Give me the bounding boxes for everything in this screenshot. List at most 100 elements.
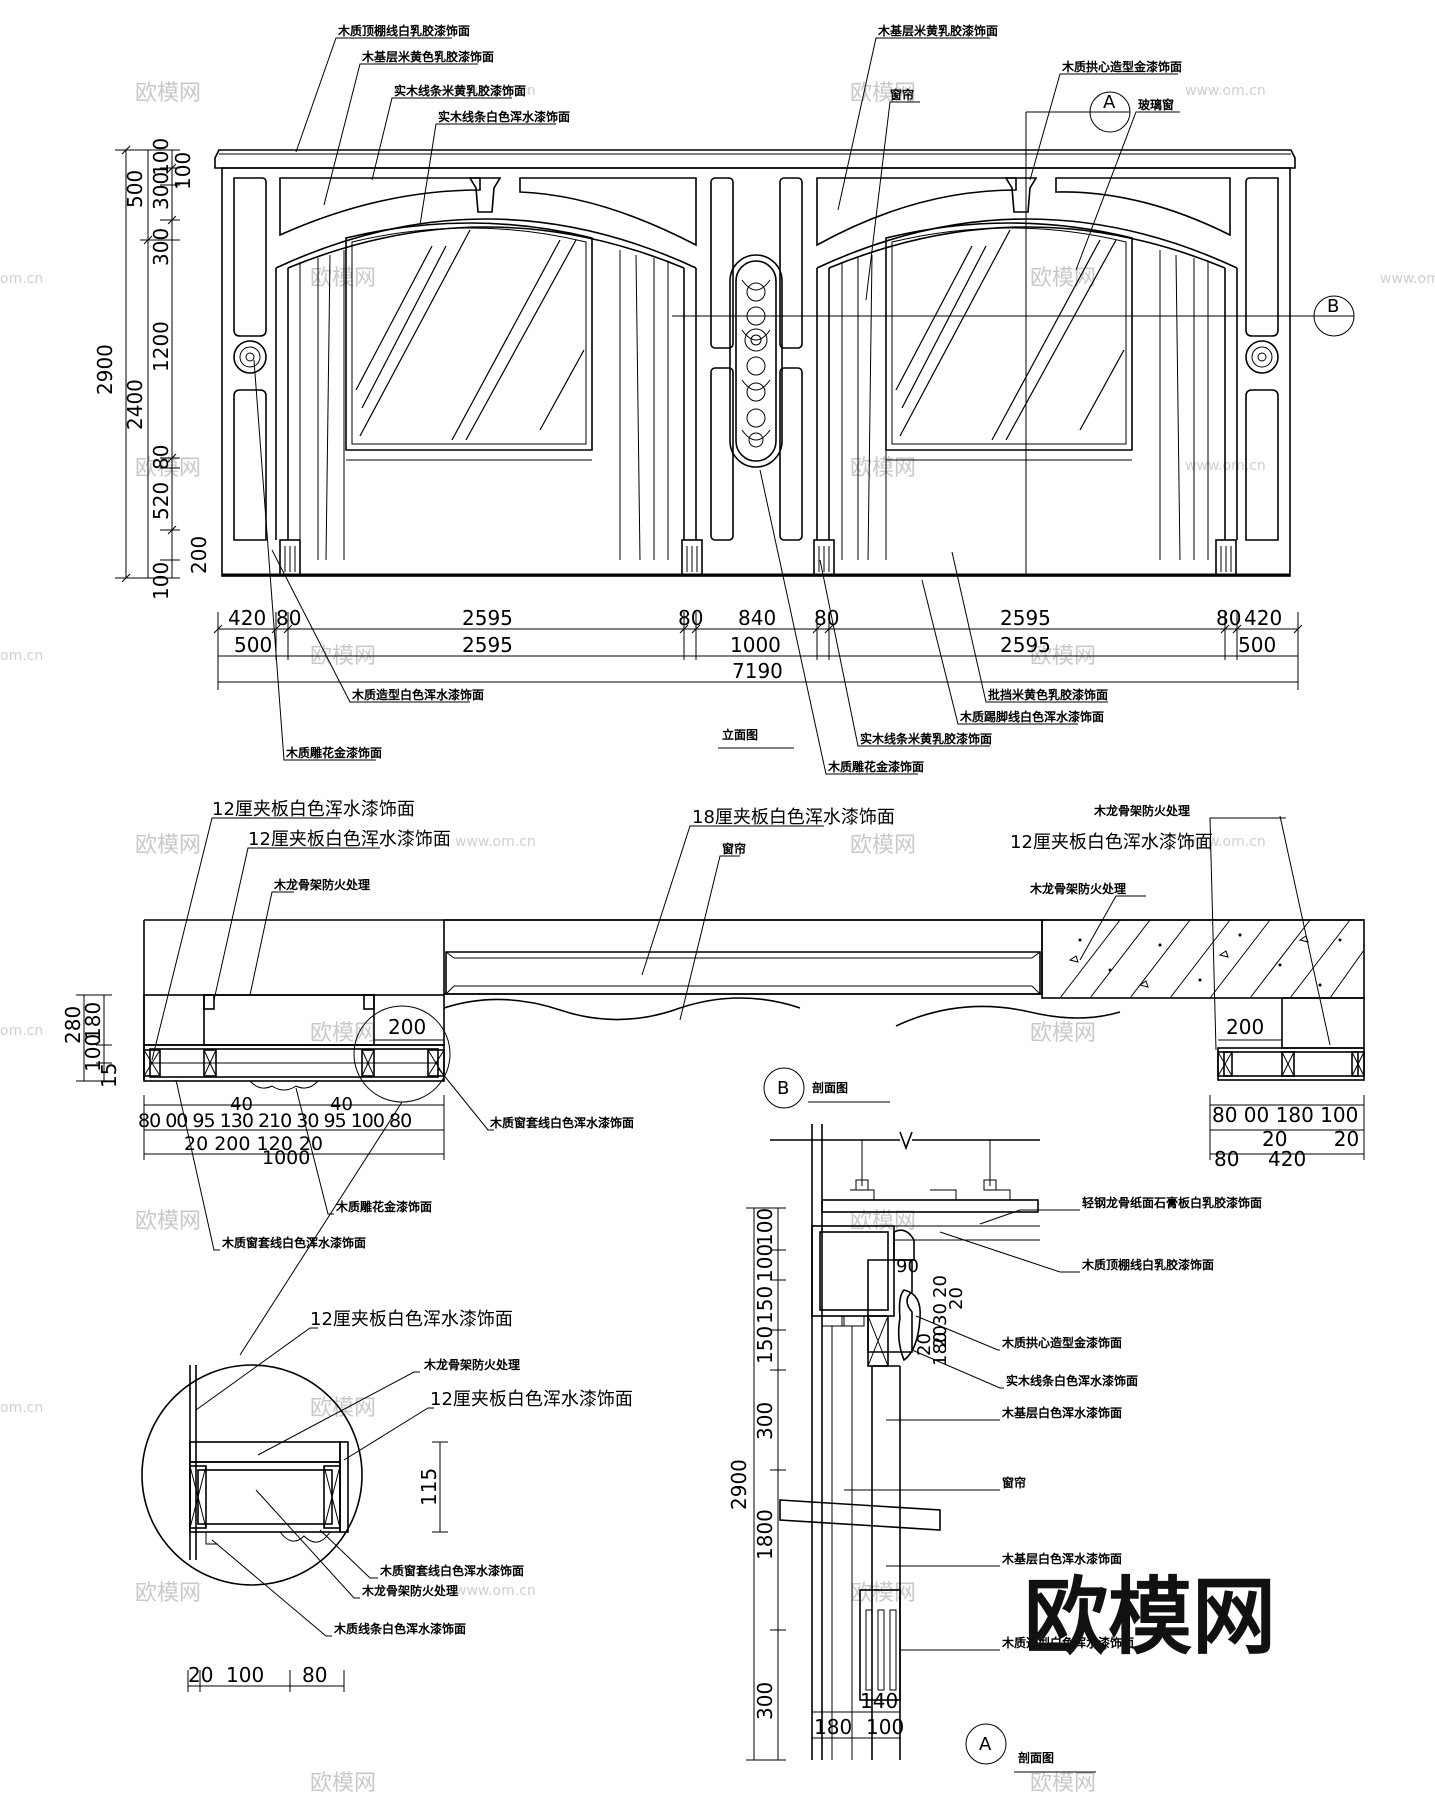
section-b-callout-5: 木基层白色浑水漆饰面 xyxy=(1001,1405,1122,1420)
section-b-dim-30: 30 xyxy=(930,1303,951,1326)
section-marker-b-label: B xyxy=(1327,296,1339,317)
plan-callout-5: 窗帘 xyxy=(722,841,746,856)
elevation-callout-14: 木质雕花金漆饰面 xyxy=(827,759,924,774)
plan-dim-right-row1: 80 00 180 100 xyxy=(1212,1103,1358,1127)
elev-dim-100b: 100 xyxy=(171,152,195,190)
plan-callout-1: 12厘夹板白色浑水漆饰面 xyxy=(212,799,415,820)
plan-dim-right-row2: 20 20 xyxy=(1262,1127,1359,1151)
plan-callout-7: 12厘夹板白色浑水漆饰面 xyxy=(1010,832,1213,853)
elevation-callout-8: 玻璃窗 xyxy=(1138,97,1174,112)
elev-dim-r2-500b: 500 xyxy=(1238,633,1276,657)
detail-dim-115: 115 xyxy=(417,1468,441,1506)
detail-callout-1: 12厘夹板白色浑水漆饰面 xyxy=(310,1309,513,1330)
plan-callout-9: 木质窗套线白色浑水漆饰面 xyxy=(489,1115,634,1130)
elev-dim-r1-420b: 420 xyxy=(1244,606,1282,630)
section-a-label: A 剖面图 xyxy=(965,1723,1096,1773)
detail-dim-20: 20 xyxy=(188,1663,213,1687)
elev-dim-r2-2595a: 2595 xyxy=(462,633,513,657)
elevation-callout-4: 实木线条白色浑水漆饰面 xyxy=(438,109,570,124)
section-b-vertical-dims xyxy=(746,1207,786,1761)
section-marker-a: A xyxy=(1026,91,1131,133)
elev-dim-200: 200 xyxy=(187,536,211,574)
elevation-title: 立面图 xyxy=(722,727,758,742)
glass-hatch-right xyxy=(895,229,1125,441)
detail-callout-2: 木龙骨架防火处理 xyxy=(423,1357,520,1372)
elev-dim-r1-80d: 80 xyxy=(1216,606,1241,630)
section-b-callout-1: 轻钢龙骨纸面石膏板白乳胶漆饰面 xyxy=(1082,1195,1262,1210)
elevation-vertical-dims xyxy=(115,145,180,583)
watermark-brand: 欧模网 xyxy=(310,1021,376,1046)
plan-dim-200-right: 200 xyxy=(1226,1015,1264,1039)
elev-dim-r1-2595a: 2595 xyxy=(462,606,513,630)
plan-dim-left-row2: 20 200 120 20 xyxy=(184,1133,323,1155)
watermark-brand: 欧模网 xyxy=(135,81,201,106)
elevation-callout-13: 实木线条米黄乳胶漆饰面 xyxy=(860,731,992,746)
section-b-dim-150a: 150 xyxy=(753,1286,777,1324)
elev-dim-r1-840: 840 xyxy=(738,606,776,630)
carved-ornament xyxy=(741,279,771,448)
watermark-layer: 欧模网 www.om.cn 欧模网 www.om.cn om.cn 欧模网 欧模… xyxy=(0,81,1435,1796)
elev-dim-r1-80b: 80 xyxy=(678,606,703,630)
elevation-callout-1: 木质顶棚线白乳胶漆饰面 xyxy=(337,23,470,38)
watermark-site-short: om.cn xyxy=(0,648,43,664)
elevation-callout-11: 批挡米黄色乳胶漆饰面 xyxy=(988,687,1108,702)
elev-dim-100c: 100 xyxy=(149,562,173,600)
plan-dim-left-total: 1000 xyxy=(262,1147,310,1169)
section-b-view: B 剖面图 xyxy=(727,1067,1262,1761)
plan-callout-8: 木龙骨架防火处理 xyxy=(1029,881,1126,896)
plan-dim-100: 100 xyxy=(81,1034,105,1072)
elevation-callout-3: 实木线条米黄乳胶漆饰面 xyxy=(394,83,526,98)
elev-dim-r1-420a: 420 xyxy=(228,606,266,630)
section-b-dim-20c: 20 xyxy=(930,1325,951,1348)
section-marker-a-label: A xyxy=(1103,92,1116,113)
watermark-brand: 欧模网 xyxy=(310,266,376,291)
plan-dim-280: 280 xyxy=(61,1006,85,1044)
elev-dim-r2-500a: 500 xyxy=(234,633,272,657)
watermark-brand: 欧模网 xyxy=(135,833,201,858)
section-b-callout-3: 木质拱心造型金漆饰面 xyxy=(1001,1335,1122,1350)
section-b-marker: B xyxy=(777,1078,789,1099)
elev-dim-r2-2595b: 2595 xyxy=(1000,633,1051,657)
section-b-dim-20d: 20 xyxy=(914,1333,935,1356)
elevation-callout-10: 木质雕花金漆饰面 xyxy=(285,745,382,760)
elev-dim-500: 500 xyxy=(123,170,147,208)
section-b-callout-6: 窗帘 xyxy=(1002,1475,1026,1490)
section-b-dim-180: 180 xyxy=(814,1715,852,1739)
elev-dim-r1-80c: 80 xyxy=(814,606,839,630)
watermark-brand: 欧模网 xyxy=(135,1581,201,1606)
watermark-brand: 欧模网 xyxy=(1030,1771,1096,1796)
elevation-leaders xyxy=(253,37,1180,775)
elev-dim-r1-80a: 80 xyxy=(276,606,301,630)
section-b-dim-20a: 20 xyxy=(946,1287,967,1310)
detail-callout-4: 木质窗套线白色浑水漆饰面 xyxy=(379,1563,524,1578)
plan-dim-left-sup2: 40 xyxy=(330,1094,353,1115)
plan-dim-right-420: 420 xyxy=(1268,1147,1306,1171)
elevation-callout-2: 木基层米黄色乳胶漆饰面 xyxy=(361,49,494,64)
plan-dim-lines-left xyxy=(76,994,1365,1160)
plan-callout-10: 木质雕花金漆饰面 xyxy=(335,1199,432,1214)
elevation-horizontal-dims xyxy=(213,612,1303,690)
elevation-callout-6: 窗帘 xyxy=(890,87,914,102)
section-b-dim-1800: 1800 xyxy=(753,1509,777,1560)
plan-callout-2: 12厘夹板白色浑水漆饰面 xyxy=(248,829,451,850)
watermark-site: www.om.cn xyxy=(455,834,536,850)
section-b-callout-8: 木质造型白色浑水漆饰面 xyxy=(1001,1635,1134,1650)
section-b-dim-150b: 150 xyxy=(753,1326,777,1364)
elev-dim-r1-2595b: 2595 xyxy=(1000,606,1051,630)
watermark-site: www.om.cn xyxy=(1380,271,1435,287)
detail-leaders xyxy=(195,1327,434,1637)
section-b-leaders xyxy=(844,1209,1080,1651)
elevation-view: A B 木质顶棚线白乳胶漆饰面 木基层米黄色乳胶漆饰面 实木线条米黄乳胶漆饰面 … xyxy=(93,23,1355,775)
plan-dim-15: 15 xyxy=(97,1063,121,1088)
section-b-dim-90: 90 xyxy=(896,1256,919,1277)
elev-dim-520: 520 xyxy=(149,482,173,520)
watermark-brand: 欧模网 xyxy=(850,1209,916,1234)
plan-dim-200-left: 200 xyxy=(388,1015,426,1039)
elevation-callout-5: 木基层米黄乳胶漆饰面 xyxy=(877,23,998,38)
elev-dim-300b: 300 xyxy=(149,228,173,266)
concrete-hatch xyxy=(1059,919,1365,999)
watermark-brand-large: 欧模网 xyxy=(1024,1568,1276,1666)
plan-callout-6: 木龙骨架防火处理 xyxy=(1093,803,1190,818)
plan-callout-4: 18厘夹板白色浑水漆饰面 xyxy=(692,807,895,828)
